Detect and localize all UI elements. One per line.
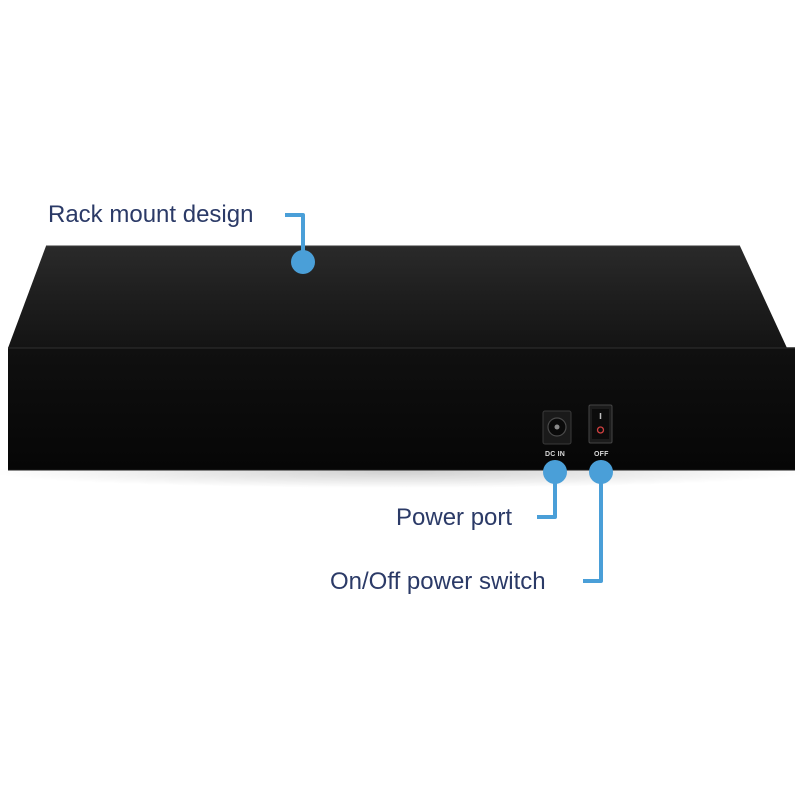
rack-mount-callout-line bbox=[285, 213, 315, 274]
dc-in-label: DC IN bbox=[545, 451, 566, 458]
device-top-panel bbox=[8, 246, 787, 348]
switch-off-label: OFF bbox=[594, 451, 609, 458]
power-switch bbox=[588, 404, 613, 444]
power-port-callout-line bbox=[537, 460, 567, 519]
power-port-callout: Power port bbox=[396, 504, 513, 531]
dc-in-port bbox=[542, 410, 572, 445]
power-switch-callout: On/Off power switch bbox=[330, 568, 546, 595]
rack-mount-callout: Rack mount design bbox=[48, 201, 254, 228]
device-front-panel bbox=[8, 348, 795, 470]
power-switch-callout-line bbox=[583, 460, 613, 583]
